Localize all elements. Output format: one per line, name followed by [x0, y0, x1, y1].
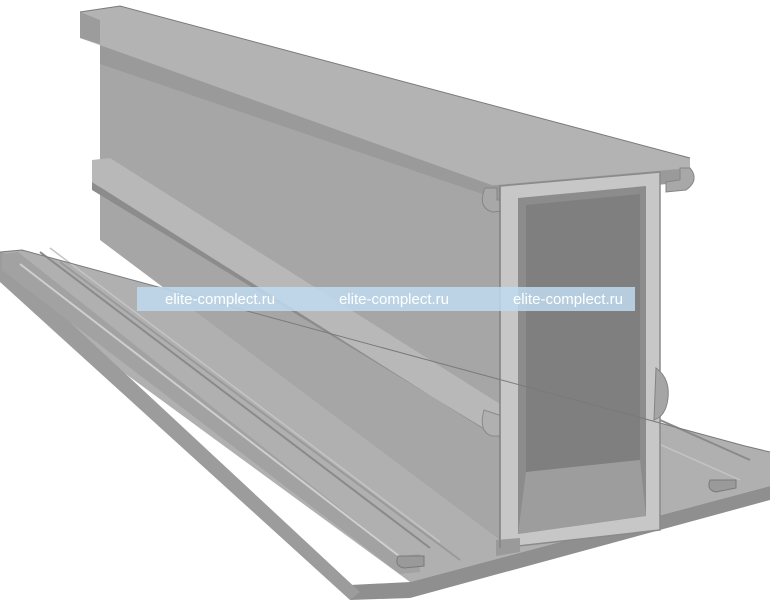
- rail-line-4: [59, 261, 461, 561]
- rail-line-3: [49, 247, 441, 543]
- rail-end-hook-right: [708, 479, 737, 493]
- watermark-text-3: elite-complect.ru: [512, 290, 623, 308]
- cross-section: [496, 171, 669, 556]
- section-hollow-floor: [518, 460, 646, 534]
- rail-line-right-2: [649, 439, 741, 481]
- rail-outer: [2, 252, 420, 574]
- watermark-band: elite-complect.ru elite-complect.ru elit…: [137, 287, 635, 311]
- rail-line-2: [39, 251, 431, 549]
- base-rails: [2, 247, 751, 574]
- watermark-text-1: elite-complect.ru: [165, 290, 276, 308]
- top-flange-left-edge: [80, 12, 100, 44]
- rail-line-1: [19, 263, 413, 567]
- flange-hook-right: [665, 167, 695, 193]
- outline-base-edge: [0, 249, 771, 453]
- section-hollow-back: [526, 194, 640, 472]
- web-foot-left: [496, 538, 520, 556]
- section-side-notch: [653, 367, 669, 421]
- outline-accents: [0, 5, 771, 548]
- rail-end-hook-left: [396, 555, 425, 569]
- top-flange-surface: [80, 6, 690, 188]
- base-plate-left-edge: [0, 252, 360, 600]
- watermark-text-2: elite-complect.ru: [338, 290, 450, 308]
- base-plate-front-edge: [350, 486, 770, 600]
- outline-top-edge: [79, 5, 691, 159]
